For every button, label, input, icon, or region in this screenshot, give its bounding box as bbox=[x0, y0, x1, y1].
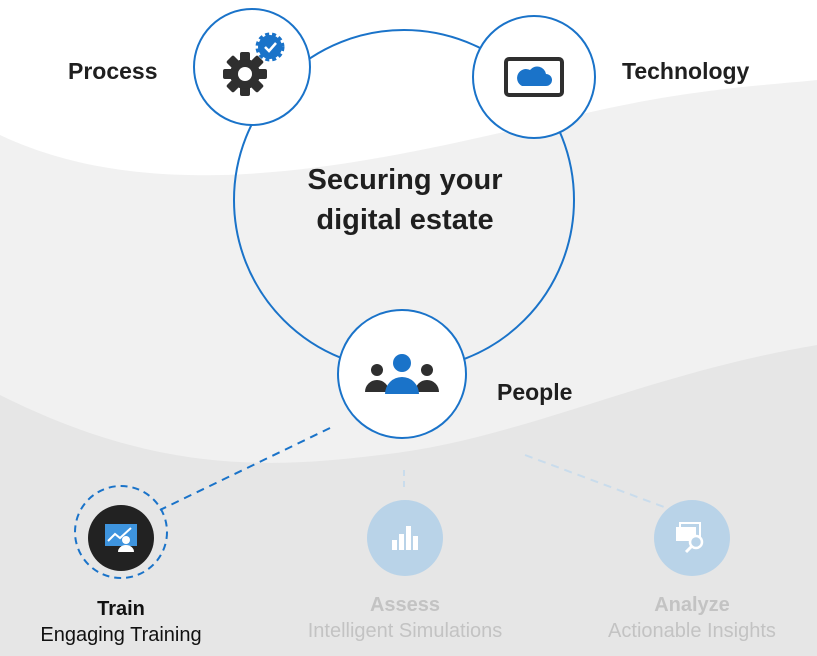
step-assess-subtitle: Intelligent Simulations bbox=[307, 620, 503, 642]
step-train-subtitle: Engaging Training bbox=[40, 624, 202, 646]
training-presentation-icon bbox=[105, 524, 137, 552]
technology-label: Technology bbox=[622, 58, 750, 84]
step-assess[interactable]: Assess Intelligent Simulations bbox=[280, 500, 530, 644]
center-title-line2: digital estate bbox=[316, 204, 494, 236]
people-group-icon bbox=[365, 354, 439, 394]
technology-node[interactable] bbox=[472, 15, 596, 139]
connector-train bbox=[159, 427, 331, 511]
connector-analyze bbox=[524, 454, 673, 511]
center-title: Securing your digital estate bbox=[250, 160, 560, 240]
process-label: Process bbox=[68, 58, 158, 84]
train-icon-circle bbox=[88, 505, 154, 571]
process-node[interactable] bbox=[193, 8, 311, 126]
bar-chart-icon bbox=[392, 526, 418, 550]
step-analyze-subtitle: Actionable Insights bbox=[608, 620, 776, 642]
step-train-title: Train bbox=[97, 598, 145, 620]
step-train[interactable]: Train Engaging Training bbox=[0, 500, 246, 648]
step-assess-title: Assess bbox=[369, 594, 441, 616]
train-selection-ring bbox=[74, 485, 168, 579]
analyze-icon-circle bbox=[654, 500, 730, 576]
window-search-icon bbox=[676, 522, 704, 554]
cloud-monitor-icon bbox=[504, 57, 564, 97]
assess-icon-circle bbox=[367, 500, 443, 576]
step-analyze[interactable]: Analyze Actionable Insights bbox=[567, 500, 817, 644]
people-node[interactable] bbox=[337, 309, 467, 439]
gear-with-badge-icon bbox=[223, 32, 285, 96]
step-analyze-title: Analyze bbox=[654, 594, 730, 616]
people-label: People bbox=[497, 379, 573, 405]
center-title-line1: Securing your bbox=[307, 164, 503, 196]
